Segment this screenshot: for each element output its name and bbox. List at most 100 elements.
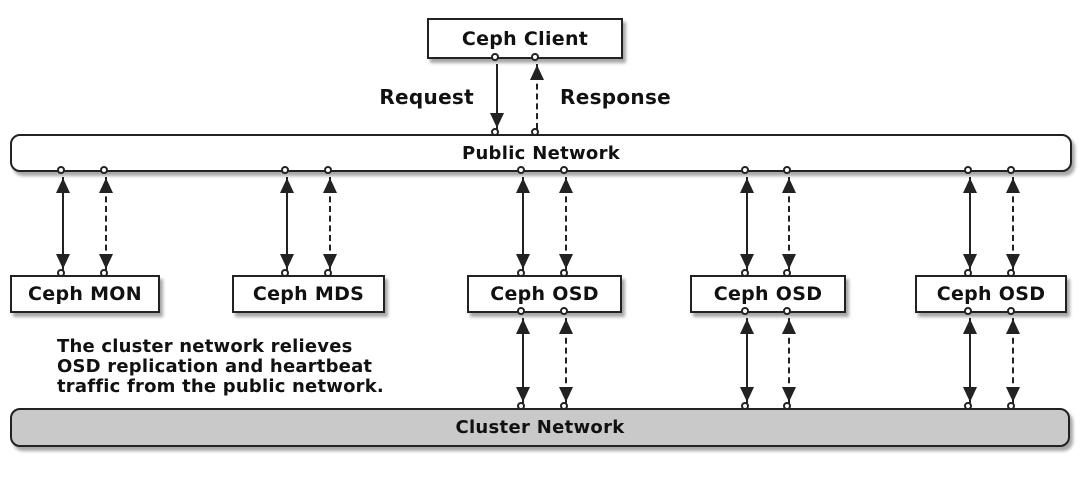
request-label: Request: [379, 85, 474, 109]
connection-port-circle: [281, 166, 289, 174]
response-label: Response: [560, 85, 672, 109]
connection-port-circle: [741, 402, 749, 410]
connection-port-circle: [1007, 402, 1015, 410]
arrowhead-down-icon: [1006, 254, 1020, 269]
arrowhead-down-icon: [782, 254, 796, 269]
ceph-client-box: Ceph Client: [427, 18, 623, 59]
arrowhead-up-icon: [1006, 319, 1020, 334]
connection-port-circle: [517, 166, 525, 174]
connector-osd2-cluster-solid-line: [746, 318, 748, 403]
ceph-mon-label: Ceph MON: [28, 283, 142, 305]
connection-port-circle: [1007, 269, 1015, 277]
connection-port-circle: [1007, 307, 1015, 315]
arrowhead-down-icon: [740, 387, 754, 402]
connection-port-circle: [560, 166, 568, 174]
connection-port-circle: [560, 307, 568, 315]
connection-port-circle: [964, 307, 972, 315]
arrowhead-up-icon: [782, 319, 796, 334]
arrowhead-up-icon: [740, 178, 754, 193]
arrowhead-up-icon: [323, 178, 337, 193]
arrowhead-up-icon: [280, 178, 294, 193]
ceph-client-label: Ceph Client: [461, 27, 589, 50]
ceph-osd-3-label: Ceph OSD: [936, 283, 1046, 305]
connector-osd3-public-solid-line: [969, 177, 971, 270]
connection-port-circle: [783, 307, 791, 315]
connector-osd2-cluster-dashed-line: [788, 318, 790, 403]
connection-port-circle: [491, 53, 499, 61]
connector-osd1-public-solid-line: [522, 177, 524, 270]
cluster-network-label: Cluster Network: [455, 417, 625, 438]
connection-port-circle: [560, 269, 568, 277]
caption-line-3: traffic from the public network.: [57, 376, 384, 397]
connector-mon-public-solid-line: [62, 177, 64, 270]
ceph-osd-2-label: Ceph OSD: [713, 283, 823, 305]
arrowhead-up-icon: [559, 178, 573, 193]
node-box-ceph-mon: Ceph MON: [10, 275, 160, 313]
connection-port-circle: [517, 402, 525, 410]
arrowhead-down-icon: [280, 254, 294, 269]
arrowhead-down-icon: [963, 387, 977, 402]
node-box-ceph-mds: Ceph MDS: [232, 275, 385, 313]
connection-port-circle: [324, 166, 332, 174]
public-network-bar: Public Network: [10, 134, 1072, 172]
arrowhead-up-icon: [782, 178, 796, 193]
arrowhead-down-icon: [56, 254, 70, 269]
arrowhead-down-icon: [99, 254, 113, 269]
connection-port-circle: [741, 307, 749, 315]
connection-port-circle: [964, 166, 972, 174]
connection-port-circle: [531, 128, 539, 136]
arrowhead-down-icon: [1006, 387, 1020, 402]
connection-port-circle: [324, 269, 332, 277]
connector-osd1-public-dashed-line: [565, 177, 567, 270]
connection-port-circle: [741, 166, 749, 174]
connection-port-circle: [491, 128, 499, 136]
arrowhead-up-icon: [1006, 178, 1020, 193]
arrowhead-down-icon: [490, 113, 504, 128]
caption-line-2: OSD replication and heartbeat: [57, 356, 373, 377]
connection-port-circle: [783, 166, 791, 174]
connection-port-circle: [100, 269, 108, 277]
connection-port-circle: [517, 269, 525, 277]
connector-osd2-public-solid-line: [746, 177, 748, 270]
connection-port-circle: [964, 269, 972, 277]
connector-mon-public-dashed-line: [105, 177, 107, 270]
arrowhead-down-icon: [516, 387, 530, 402]
arrowhead-down-icon: [323, 254, 337, 269]
cluster-network-bar: Cluster Network: [10, 408, 1070, 447]
connector-mds-public-dashed-line: [329, 177, 331, 270]
arrowhead-up-icon: [516, 178, 530, 193]
connector-osd3-cluster-solid-line: [969, 318, 971, 403]
arrowhead-up-icon: [56, 178, 70, 193]
connection-port-circle: [783, 269, 791, 277]
node-box-ceph-osd-2: Ceph OSD: [690, 275, 846, 313]
arrowhead-down-icon: [559, 387, 573, 402]
connector-osd3-public-dashed-line: [1012, 177, 1014, 270]
arrowhead-up-icon: [99, 178, 113, 193]
connector-osd1-cluster-solid-line: [522, 318, 524, 403]
arrowhead-down-icon: [740, 254, 754, 269]
node-box-ceph-osd-1: Ceph OSD: [467, 275, 622, 313]
ceph-osd-1-label: Ceph OSD: [490, 283, 599, 305]
arrowhead-up-icon: [530, 65, 544, 80]
connection-port-circle: [281, 269, 289, 277]
connection-port-circle: [1007, 166, 1015, 174]
connection-port-circle: [964, 402, 972, 410]
arrowhead-down-icon: [516, 254, 530, 269]
connector-mds-public-solid-line: [286, 177, 288, 270]
arrowhead-up-icon: [740, 319, 754, 334]
arrowhead-up-icon: [559, 319, 573, 334]
arrowhead-down-icon: [963, 254, 977, 269]
connector-osd3-cluster-dashed-line: [1012, 318, 1014, 403]
ceph-mds-label: Ceph MDS: [252, 283, 365, 305]
connection-port-circle: [531, 53, 539, 61]
arrowhead-down-icon: [559, 254, 573, 269]
connector-osd1-cluster-dashed-line: [565, 318, 567, 403]
arrowhead-up-icon: [516, 319, 530, 334]
connector-client-response-line: [536, 64, 538, 129]
arrowhead-up-icon: [963, 178, 977, 193]
connection-port-circle: [783, 402, 791, 410]
node-box-ceph-osd-3: Ceph OSD: [915, 275, 1067, 313]
connection-port-circle: [560, 402, 568, 410]
connector-client-request-line: [496, 64, 498, 129]
